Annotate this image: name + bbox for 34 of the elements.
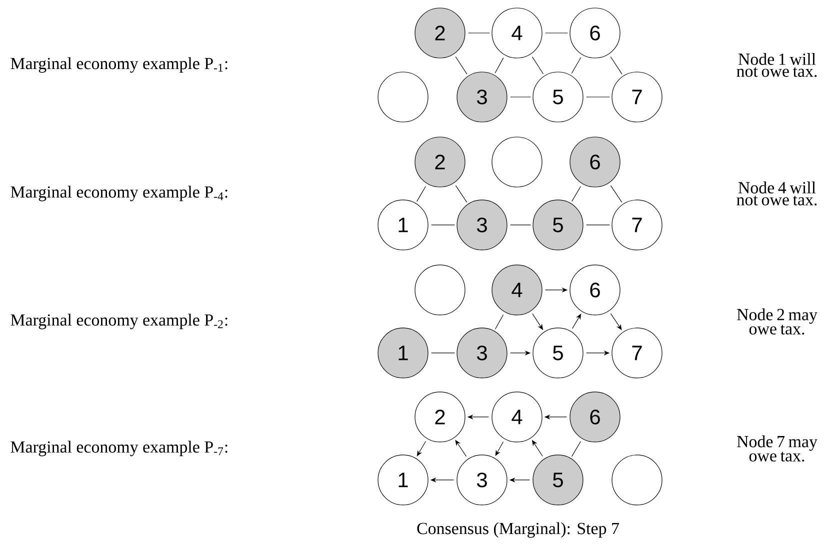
outcome-note: Node 7 may owe tax. (737, 435, 818, 462)
row-label: Marginal economy example P$_{-7}$: (10, 440, 228, 456)
connector (455, 185, 468, 203)
outcome-note: Node 1 will not owe tax. (736, 53, 817, 77)
connector (416, 441, 426, 456)
connector (610, 56, 622, 74)
empty-circle (492, 136, 542, 188)
connector (586, 96, 610, 98)
connector (510, 96, 531, 98)
connector (494, 58, 504, 74)
connector (572, 441, 581, 457)
outcome-note: Node 2 may owe tax. (737, 308, 818, 335)
outcome-note: Node 4 will not owe tax. (736, 182, 817, 206)
connector (532, 56, 544, 74)
connector (572, 314, 582, 329)
connector (416, 186, 426, 202)
connector (586, 224, 610, 226)
connector (545, 32, 568, 34)
empty-circle (612, 454, 662, 506)
connector (571, 57, 582, 74)
connector (431, 224, 455, 226)
row-label: Marginal economy example P$_{-1}$: (10, 57, 228, 73)
connector (572, 186, 581, 202)
row-label: Marginal economy example P$_{-2}$: (10, 314, 228, 330)
row-label: Marginal economy example P$_{-4}$: (10, 186, 228, 202)
connector (510, 224, 531, 226)
connector (455, 56, 468, 74)
connector (610, 185, 622, 203)
caption: Consensus (Marginal): Step 7 (417, 522, 619, 538)
empty-circle (414, 264, 466, 316)
connector (468, 32, 490, 34)
connector (494, 314, 504, 330)
empty-circle (378, 72, 428, 122)
connector (431, 352, 455, 354)
